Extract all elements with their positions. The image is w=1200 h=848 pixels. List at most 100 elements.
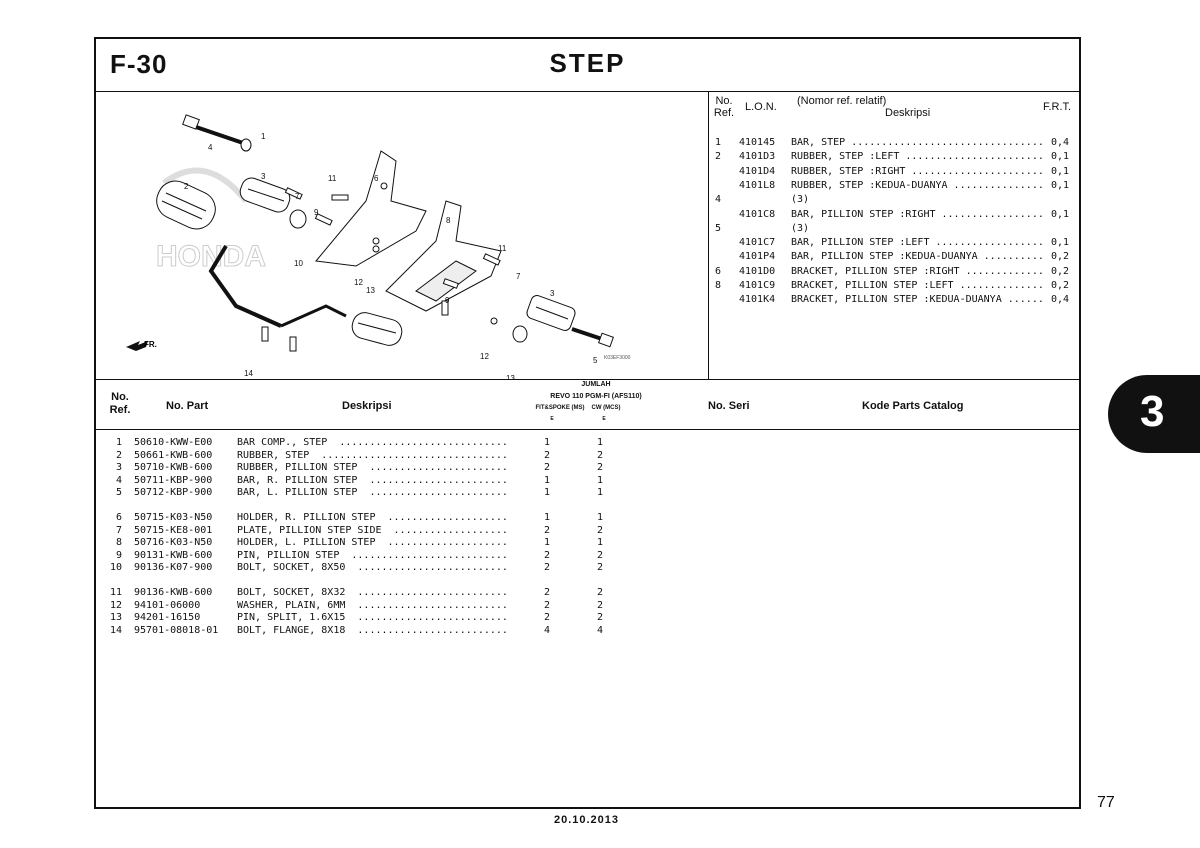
reference-desc: BAR, STEP ..............................… xyxy=(791,137,1044,148)
section-tab-number: 3 xyxy=(1140,387,1165,436)
callout: 12 xyxy=(480,352,489,361)
print-date: 20.10.2013 xyxy=(553,814,620,826)
part-desc: BOLT, FLANGE, 8X18 .....................… xyxy=(237,624,508,636)
callout: 9 xyxy=(314,208,319,217)
serial-no-header: No. Seri xyxy=(708,400,750,412)
pillion-step-bar-part xyxy=(571,327,614,348)
reference-lon: 4101L8 xyxy=(739,179,776,191)
part-desc: BAR COMP., STEP ........................… xyxy=(237,437,508,448)
fit-spoke-sub-header: E xyxy=(550,416,554,422)
reference-frt: 0,1 xyxy=(1051,237,1070,249)
reference-desc: (3) xyxy=(791,222,810,234)
reference-frt: 0,2 xyxy=(1051,280,1070,291)
part-desc: RUBBER, PILLION STEP ...................… xyxy=(237,462,508,474)
reference-row: 4 (3) xyxy=(709,194,1079,208)
rubber-pillion-step-part xyxy=(239,177,291,213)
part-desc: BAR, R. PILLION STEP ...................… xyxy=(237,474,508,486)
exploded-parts-diagram: HONDA xyxy=(96,91,709,395)
part-part: 90131-KWB-600 xyxy=(134,549,213,561)
reference-lon: 4101D3 xyxy=(739,151,776,163)
reference-lon: 4101C7 xyxy=(739,237,776,249)
part-q2: 2 xyxy=(597,562,604,574)
part-desc: HOLDER, R. PILLION STEP ................… xyxy=(237,512,508,523)
reference-lon: 4101C8 xyxy=(739,208,776,220)
callout: 1 xyxy=(261,132,266,141)
part-q2: 2 xyxy=(597,549,604,561)
cw-sub-header: E xyxy=(602,416,606,422)
part-ref: 1 xyxy=(115,437,122,448)
part-q1: 2 xyxy=(544,524,551,536)
reference-frt: 0,1 xyxy=(1051,165,1070,177)
part-part: 50716-K03-N50 xyxy=(134,537,213,549)
part-ref: 12 xyxy=(109,599,122,611)
step-bar-part xyxy=(182,114,252,152)
figure-code: F-30 xyxy=(110,49,168,79)
callout: 14 xyxy=(244,369,253,378)
page-title: STEP xyxy=(549,48,626,78)
reference-desc: BAR, PILLION STEP :RIGHT ...............… xyxy=(791,208,1044,220)
reference-ref: 4 xyxy=(715,194,722,206)
reference-row: 4101C7 BAR, PILLION STEP :LEFT ..........… xyxy=(709,237,1079,251)
part-desc: BAR, L. PILLION STEP ...................… xyxy=(237,487,508,499)
rubber-pillion-step-right-part xyxy=(526,295,576,331)
reference-desc: (3) xyxy=(791,194,810,206)
callout: 8 xyxy=(446,216,451,225)
part-desc: BOLT, SOCKET, 8X50 .....................… xyxy=(237,562,508,574)
part-q2: 2 xyxy=(597,599,604,611)
reference-lon: 4101C9 xyxy=(739,280,776,291)
part-q1: 2 xyxy=(544,599,551,611)
reference-frt: 0,1 xyxy=(1051,151,1070,163)
part-q2: 1 xyxy=(597,474,604,486)
part-q2: 1 xyxy=(597,537,604,549)
cw-header: CW (MCS) xyxy=(591,405,621,411)
reference-desc: BAR, PILLION STEP :LEFT ................… xyxy=(791,237,1044,249)
part-no-header: No. Part xyxy=(166,400,209,412)
callout: 13 xyxy=(506,374,515,379)
reference-ref: 6 xyxy=(715,265,722,277)
part-part: 50711-KBP-900 xyxy=(134,474,213,486)
honda-wing-watermark xyxy=(162,167,249,203)
reference-frt: 0,4 xyxy=(1051,294,1070,306)
reference-desc: RUBBER, STEP :KEDUA-DUANYA .............… xyxy=(791,179,1044,191)
callout: 10 xyxy=(294,259,303,268)
part-ref: 3 xyxy=(115,462,122,474)
bar-comp-step-part xyxy=(208,244,347,328)
reference-ref: 5 xyxy=(715,222,722,234)
part-desc: HOLDER, L. PILLION STEP ................… xyxy=(237,537,508,549)
callout: 11 xyxy=(498,244,507,253)
part-ref: 13 xyxy=(109,612,122,624)
part-part: 50661-KWB-600 xyxy=(134,449,213,461)
part-q2: 2 xyxy=(597,612,604,624)
callout: 9 xyxy=(445,296,450,305)
callout: 13 xyxy=(366,286,375,295)
reference-frt: 0,2 xyxy=(1051,265,1070,277)
part-part: 90136-KWB-600 xyxy=(134,587,213,598)
reference-desc: BRACKET, PILLION STEP :LEFT ............… xyxy=(791,280,1044,291)
part-ref: 6 xyxy=(115,512,122,523)
callout: 3 xyxy=(261,172,266,181)
callout: 11 xyxy=(328,174,337,183)
table-separator-header xyxy=(96,429,1079,430)
part-q1: 4 xyxy=(544,624,551,636)
page-header: F-30 STEP xyxy=(96,39,1079,92)
front-direction-arrow: FR. xyxy=(126,340,157,351)
fasteners xyxy=(261,187,528,352)
callout: 3 xyxy=(550,289,555,298)
part-ref: 5 xyxy=(115,487,122,499)
part-desc: PIN, SPLIT, 1.6X15 .....................… xyxy=(237,612,508,624)
table-separator-top xyxy=(96,379,1079,380)
part-q1: 2 xyxy=(544,549,551,561)
table-row: 5 50712-KBP-900 BAR, L. PILLION STEP .....… xyxy=(96,487,656,499)
part-part: 50712-KBP-900 xyxy=(134,487,213,499)
part-ref: 11 xyxy=(109,587,122,598)
part-q1: 2 xyxy=(544,612,551,624)
part-q2: 2 xyxy=(597,524,604,536)
reference-lon: 4101P4 xyxy=(739,251,776,263)
